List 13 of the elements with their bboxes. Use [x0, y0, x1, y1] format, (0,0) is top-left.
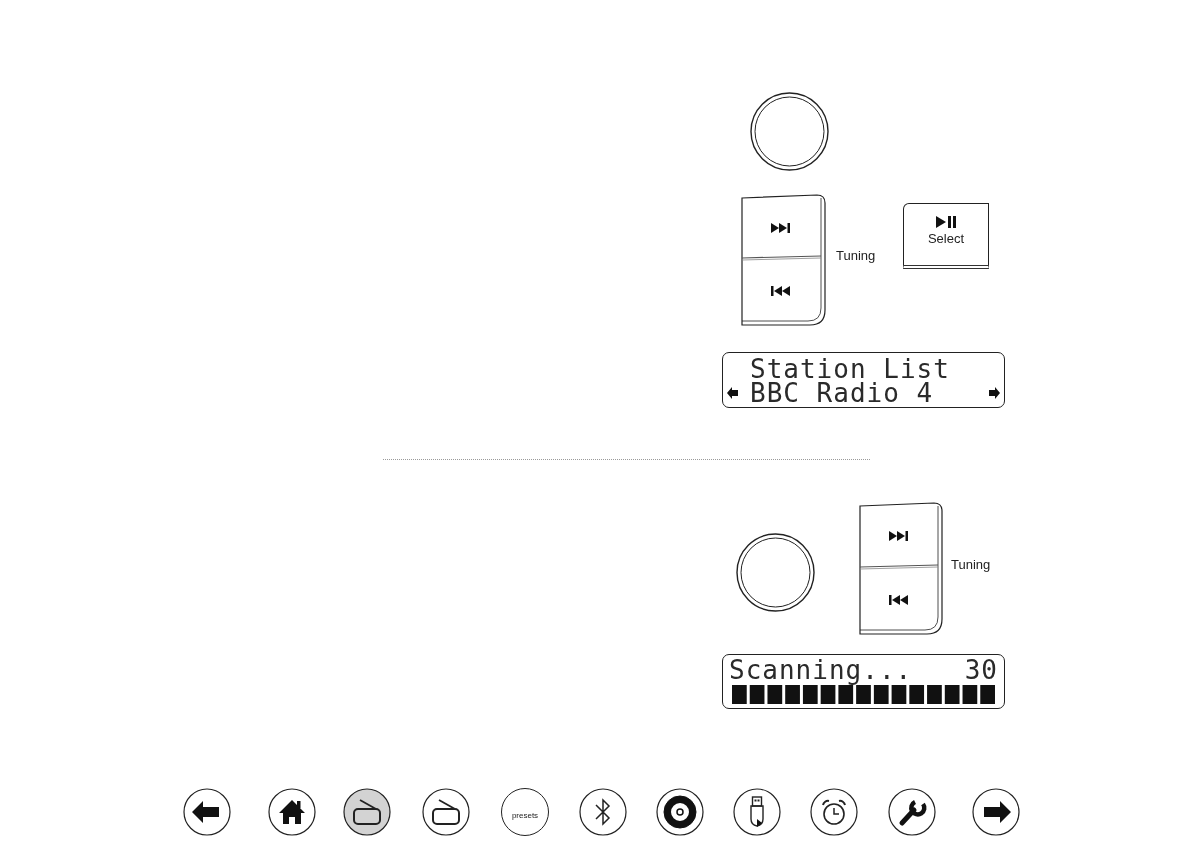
lcd-display — [722, 352, 1005, 408]
part-label: Tuning — [951, 557, 991, 572]
rotary-knob — [750, 92, 829, 171]
display-text: Scanning... — [729, 657, 913, 683]
display-text: Station List — [750, 356, 950, 382]
rocker-button — [741, 194, 827, 326]
select-button: Select — [903, 203, 989, 269]
display-text: 30 — [964, 657, 998, 683]
part-label: Tuning — [836, 248, 876, 263]
display-text: BBC Radio 4 — [750, 380, 934, 406]
lcd-display — [722, 654, 1005, 709]
rotary-knob — [736, 533, 815, 612]
rocker-button — [859, 502, 944, 635]
